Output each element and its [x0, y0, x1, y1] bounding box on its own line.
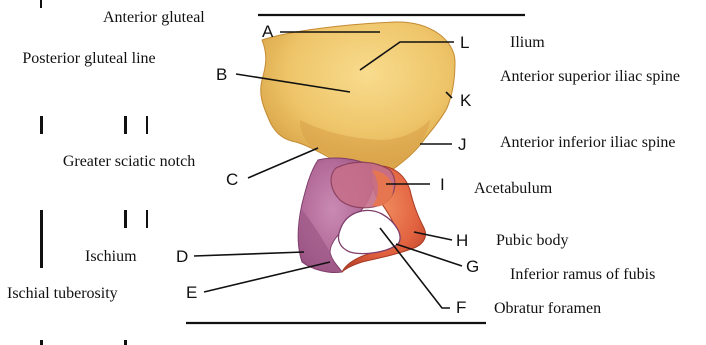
answer-mark-8: [40, 340, 43, 345]
term-pubic-body: Pubic body: [496, 232, 568, 250]
label-c: C: [226, 170, 238, 189]
term-anterior-inferior-iliac-spine: Anterior inferior iliac spine: [500, 134, 700, 172]
answer-mark-2: [40, 116, 43, 134]
label-f: F: [456, 298, 466, 317]
label-d: D: [176, 247, 188, 266]
label-a: A: [262, 22, 274, 41]
term-ischial-tuberosity: Ischial tuberosity: [7, 285, 118, 303]
leader-d: [194, 252, 304, 256]
answer-mark-4: [146, 116, 148, 134]
label-i: I: [440, 175, 445, 194]
answer-mark-5: [124, 210, 127, 228]
label-l: L: [460, 33, 469, 52]
term-anterior-gluteal: Anterior gluteal: [103, 9, 205, 27]
label-e: E: [186, 283, 197, 302]
term-ilium: Ilium: [510, 34, 545, 52]
label-h: H: [456, 231, 468, 250]
label-g: G: [466, 257, 479, 276]
term-obratur-foramen: Obratur foramen: [494, 300, 604, 318]
term-acetabulum: Acetabulum: [474, 180, 552, 198]
leader-c: [248, 148, 318, 178]
answer-mark-3: [124, 116, 127, 134]
label-b: B: [216, 65, 227, 84]
label-j: J: [458, 135, 467, 154]
answer-mark-9: [124, 340, 127, 345]
term-inferior-ramus: Inferior ramus of fubis: [510, 266, 655, 284]
label-k: K: [460, 91, 472, 110]
leader-e: [204, 262, 330, 292]
answer-mark-1: [40, 0, 42, 8]
answer-mark-6: [146, 210, 148, 228]
term-greater-sciatic-notch: Greater sciatic notch: [54, 153, 204, 171]
term-anterior-superior-iliac-spine: Anterior superior iliac spine: [500, 68, 700, 86]
answer-mark-7: [40, 210, 43, 268]
term-ischium: Ischium: [85, 248, 137, 266]
term-posterior-gluteal-line: Posterior gluteal line: [14, 50, 164, 68]
